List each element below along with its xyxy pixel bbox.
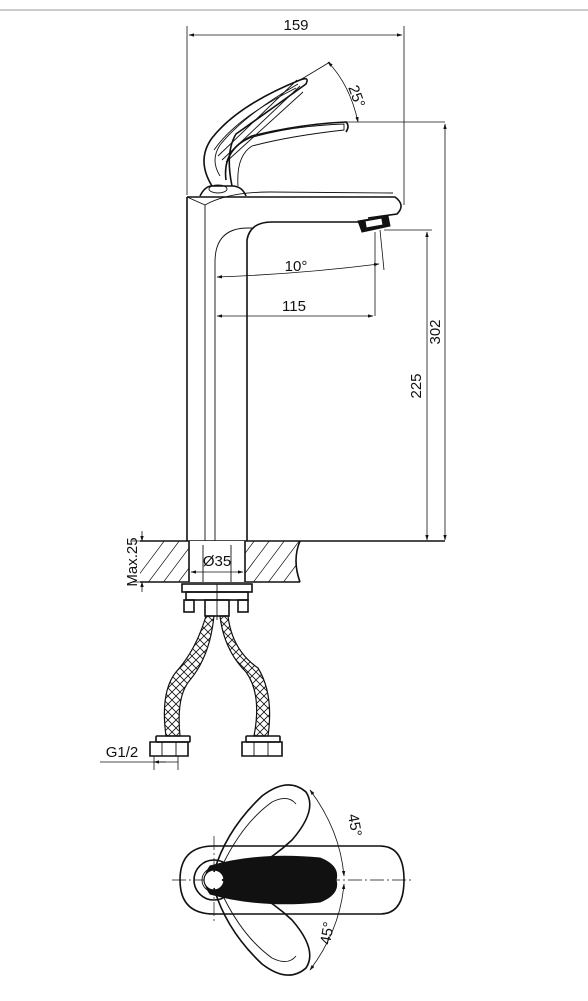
max-thickness-label: Max.25 — [124, 537, 141, 586]
thread-label: G1/2 — [106, 744, 139, 761]
dim-thread: G1/2 — [100, 744, 179, 770]
countertop-section — [140, 540, 445, 583]
dim-spout-angle: 10° — [216, 229, 385, 316]
dim-spout-reach: 115 — [216, 298, 374, 318]
rotation-right-label: 45° — [317, 921, 338, 946]
dim-max-thickness: Max.25 — [124, 531, 150, 592]
spout-height-label: 225 — [408, 373, 425, 398]
dim-total-height: 302 — [427, 123, 447, 541]
overall-width-label: 159 — [283, 17, 308, 34]
dim-rotation: 45° 45° — [309, 789, 365, 971]
dim-base-diameter: Ø35 — [190, 553, 244, 574]
spout-reach-label: 115 — [282, 298, 306, 315]
spout-angle-label: 10° — [285, 258, 308, 275]
mounting-hardware — [181, 583, 253, 620]
base-diameter-label: Ø35 — [203, 553, 231, 570]
handle-angle-label: 25° — [344, 83, 368, 110]
dim-overall-width: 159 — [186, 17, 405, 205]
dim-handle-angle: 25° — [299, 61, 445, 123]
rotation-left-label: 45° — [344, 813, 365, 838]
dim-spout-height: 225 — [384, 229, 432, 541]
supply-hoses — [149, 615, 283, 757]
faucet-side-view — [186, 77, 402, 541]
faucet-top-view — [172, 784, 414, 976]
total-height-label: 302 — [427, 319, 444, 344]
